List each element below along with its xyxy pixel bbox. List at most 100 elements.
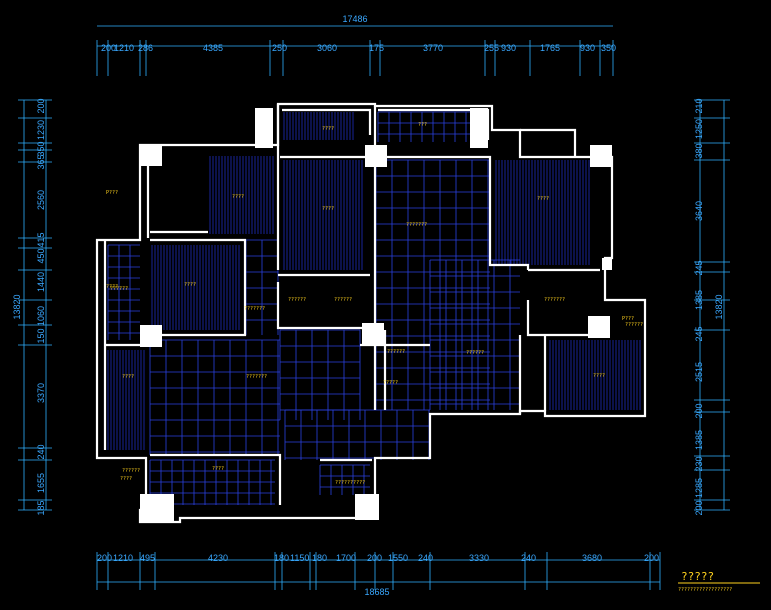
right-dim: 245 [694,260,704,275]
bottom-dim: 4230 [208,553,228,563]
room-label: ???? [120,476,132,482]
inner-wall [282,108,490,140]
left-dim: 2560 [36,190,46,210]
column [470,108,488,148]
top-dim: 3770 [423,43,443,53]
left-dim: 1060 [36,306,46,326]
inner-wall [276,104,377,410]
top-dim: 4385 [203,43,223,53]
bottom-dim: 495 [140,553,155,563]
top-dim: 3060 [317,43,337,53]
left-dim: 1655 [36,473,46,493]
room-label: ??????? [544,297,565,303]
column [362,323,384,345]
inner-wall [150,238,247,337]
bottom-total-dim: 18685 [364,587,389,597]
bottom-dim: 1150 [290,553,309,563]
bottom-dim: 200 [644,553,659,563]
right-dim: 200 [694,403,704,418]
left-dim: 350 [36,141,46,156]
room-label: ?????????? [335,480,365,486]
room-label: ?????? [110,286,128,292]
top-dim: 350 [601,43,616,53]
room-labels: ???? P??? ???? ???? ???? ??? ??????? ???… [106,122,643,486]
room-label: ???? [232,194,244,200]
bottom-dim: 200 [97,553,112,563]
room-label: ???? [106,284,118,290]
inner-wall [146,155,208,238]
room-label: P??? [106,190,118,196]
column [588,316,610,338]
top-dim: 286 [138,43,153,53]
drawing-title: ????? [681,570,714,583]
top-dim: 1210 [114,43,134,53]
top-dim: 250 [272,43,287,53]
column [140,494,174,522]
top-dim: 200 [101,43,116,53]
right-dim: 1385 [694,430,704,450]
right-dim: 2515 [694,362,704,382]
walls [95,102,647,524]
column [355,494,379,520]
top-dim: 255 [484,43,499,53]
left-dim: 3370 [36,383,46,403]
room-label: ??????? [406,222,427,228]
room-label: ???? [593,373,605,379]
room-label: ??????? [246,374,267,380]
right-dim: 380 [694,143,704,158]
right-dim: 200 [694,500,704,515]
bottom-dim: 180 [274,553,289,563]
room-label: ?????? [387,349,405,355]
column [590,145,612,167]
left-dim: 240 [36,444,46,459]
right-dim: 210 [694,98,704,113]
bottom-dim: 180 [312,553,327,563]
column [365,145,387,167]
room-label: ?????? [122,468,140,474]
room-label: ???? [184,282,196,288]
left-dim: 1440 [36,272,46,292]
room-label: P??? [622,316,634,322]
room-label: ?????? [466,350,484,356]
top-dim: 175 [369,43,384,53]
room-label: ???? [322,126,334,132]
inner-wall [280,155,530,270]
column [140,144,162,166]
bottom-dim: 200 [367,553,382,563]
column [140,325,162,347]
room-label: ???? [122,374,134,380]
room-label: ???? [322,206,334,212]
inner-wall [526,268,600,337]
column [602,258,612,270]
left-dim: 200 [36,98,46,113]
room-label: ???? [537,196,549,202]
floor-grid [107,111,641,505]
room-label: ????? [383,380,398,386]
bottom-dim: 240 [418,553,433,563]
left-dim: 365 [36,154,46,169]
right-dim: 3640 [694,201,704,221]
structural-columns [140,108,612,522]
right-dim: 1385 [694,290,704,310]
top-dim: 930 [580,43,595,53]
top-dim: 930 [501,43,516,53]
bottom-dim: 3330 [469,553,489,563]
left-dim: 150 [36,328,46,343]
left-dim: 1230 [36,120,46,140]
left-dim: 415 [36,232,46,247]
room-label: ???? [212,466,224,472]
bottom-dim: 1550 [388,553,408,563]
inner-wall [276,273,370,330]
inner-wall [150,453,372,505]
room-label: ??? [418,122,427,128]
room-label: ??????? [244,306,265,312]
right-dim: 1250 [694,119,704,139]
inner-wall [518,335,547,414]
left-dim: 450 [36,248,46,263]
dimension-lines [18,25,730,590]
top-total-dim: 17486 [342,14,367,24]
right-dim: 245 [694,326,704,341]
right-dim: 230 [694,456,704,471]
bottom-dim: 3680 [582,553,602,563]
